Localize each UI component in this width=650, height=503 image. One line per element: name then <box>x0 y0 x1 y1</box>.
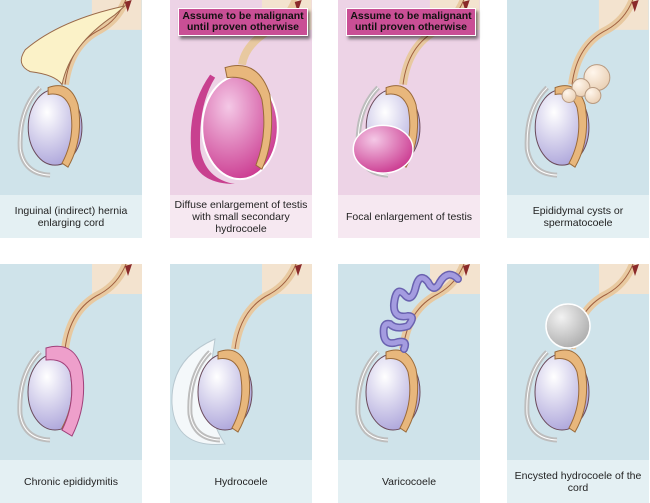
caption: Focal enlargement of testis <box>338 195 480 238</box>
illustration: Assume to be malignant until proven othe… <box>170 0 312 195</box>
illustration <box>0 0 142 195</box>
illustration <box>170 264 312 460</box>
panel-encysted-hydrocoele: Encysted hydrocoele of the cord <box>507 264 649 503</box>
caption: Chronic epididymitis <box>0 460 142 503</box>
illustration: Assume to be malignant until proven othe… <box>338 0 480 195</box>
caption: Diffuse enlargement of testis with small… <box>170 195 312 238</box>
panel-chronic-epididymitis: Chronic epididymitis <box>0 264 142 503</box>
malignancy-warning-label: Assume to be malignant until proven othe… <box>178 8 308 36</box>
panel-varicocoele: Varicocoele <box>338 264 480 503</box>
caption: Hydrocoele <box>170 460 312 503</box>
inflamed-epididymis <box>45 345 85 437</box>
caption: Inguinal (indirect) hernia enlarging cor… <box>0 195 142 238</box>
panel-focal-enlargement: Assume to be malignant until proven othe… <box>338 0 480 238</box>
illustration <box>507 264 649 460</box>
caption: Varicocoele <box>338 460 480 503</box>
panel-hydrocoele: Hydrocoele <box>170 264 312 503</box>
illustration <box>507 0 649 195</box>
caption: Epididymal cysts or spermatocoele <box>507 195 649 238</box>
illustration <box>0 264 142 460</box>
panel-diffuse-enlargement: Assume to be malignant until proven othe… <box>170 0 312 238</box>
cord-cyst <box>545 303 591 349</box>
hernia-sac <box>20 5 127 86</box>
focal-mass <box>352 124 414 174</box>
panel-inguinal-hernia: Inguinal (indirect) hernia enlarging cor… <box>0 0 142 238</box>
panel-epididymal-cysts: Epididymal cysts or spermatocoele <box>507 0 649 238</box>
caption: Encysted hydrocoele of the cord <box>507 460 649 503</box>
illustration <box>338 264 480 460</box>
malignancy-warning-label: Assume to be malignant until proven othe… <box>346 8 476 36</box>
